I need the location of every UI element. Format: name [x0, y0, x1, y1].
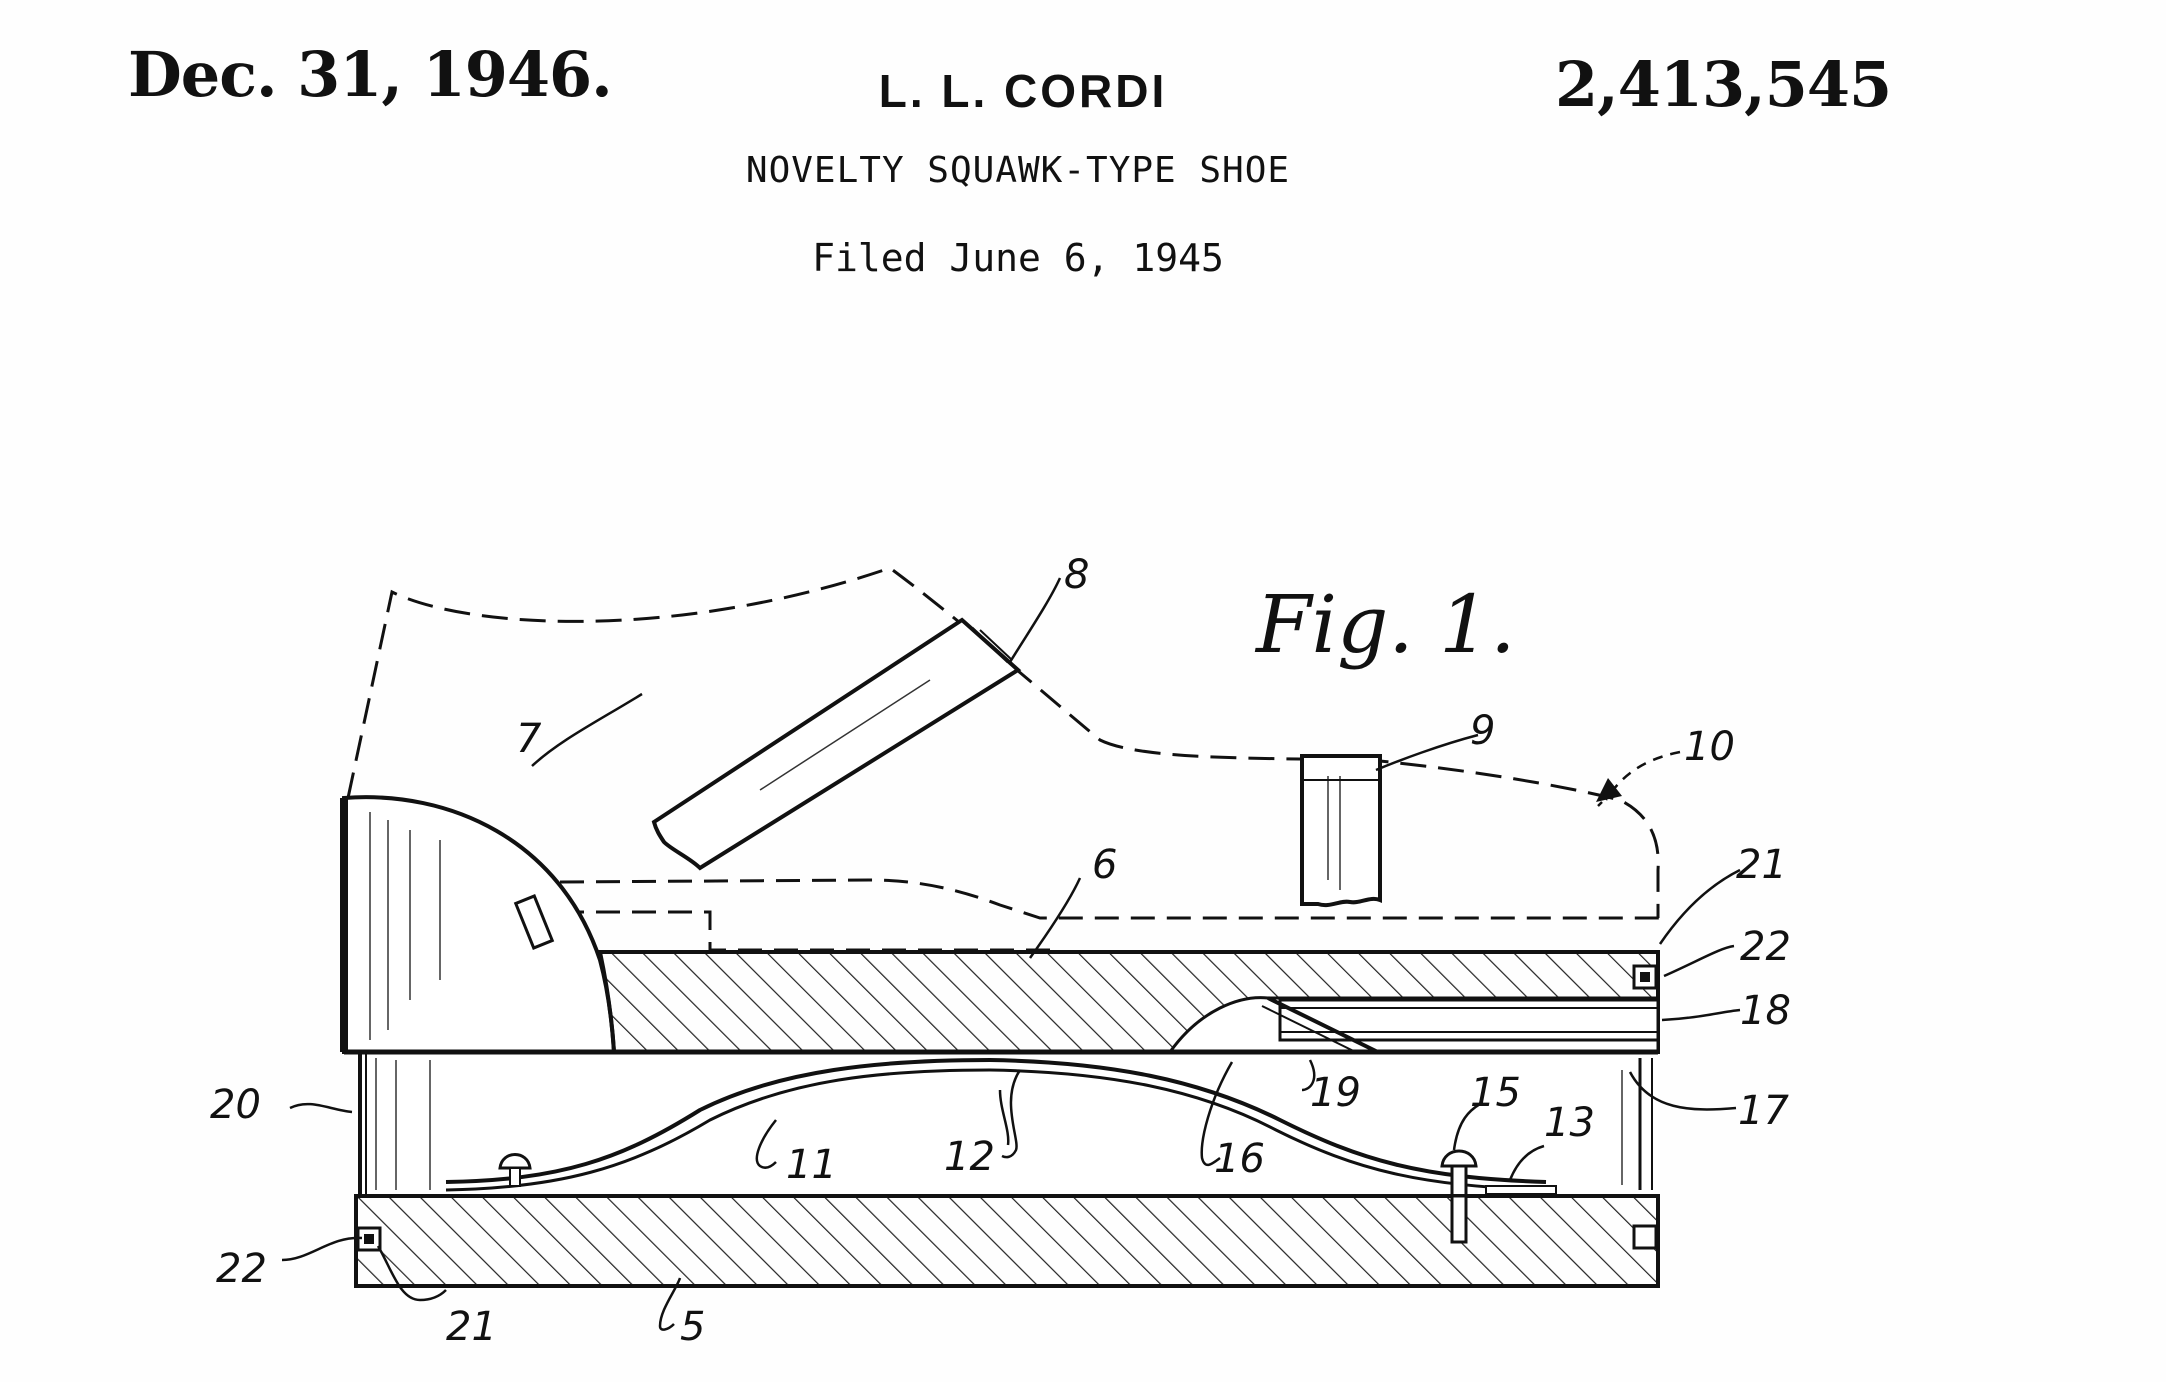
patent-date: Dec. 31, 1946. [128, 38, 613, 111]
inventor-name: L. L. CORDI [878, 65, 1168, 117]
ref-15: 15 [1470, 1070, 1521, 1116]
leader-lines [281, 577, 1741, 1331]
insole-dashed-line-lower [560, 910, 1060, 952]
strap-piece [1300, 754, 1382, 908]
ref-10: 10 [1684, 724, 1735, 770]
ref-20: 20 [210, 1082, 261, 1128]
squawk-tube [1261, 996, 1660, 1065]
ref-22-right: 22 [1740, 924, 1791, 970]
filing-date: Filed June 6, 1945 [812, 236, 1224, 280]
lace-strip [651, 617, 1022, 871]
ref-21-right: 21 [1736, 842, 1787, 888]
ref-5: 5 [680, 1304, 705, 1350]
ref-7: 7 [516, 716, 542, 762]
ref-16: 16 [1214, 1136, 1265, 1182]
ref-12: 12 [944, 1134, 995, 1180]
ref-19: 19 [1310, 1070, 1361, 1116]
insole-dashed-line [559, 878, 1660, 920]
ref-13: 13 [1544, 1100, 1595, 1146]
patent-number: 2,413,545 [1555, 48, 1892, 121]
ref-22-left: 22 [216, 1246, 267, 1292]
ref-18: 18 [1740, 988, 1791, 1034]
outsole [354, 1194, 1660, 1288]
ref-6: 6 [1092, 842, 1117, 888]
ref-8: 8 [1064, 552, 1089, 598]
heel-block [340, 795, 617, 1054]
ref-11: 11 [786, 1142, 837, 1188]
figure-label: Fig. 1. [1254, 578, 1516, 671]
ref-9: 9 [1470, 708, 1495, 754]
ref-17: 17 [1738, 1088, 1789, 1134]
patent-title: NOVELTY SQUAWK-TYPE SHOE [745, 150, 1291, 191]
ref-21-left: 21 [446, 1304, 497, 1350]
shoe-upper-outline [346, 566, 1660, 918]
